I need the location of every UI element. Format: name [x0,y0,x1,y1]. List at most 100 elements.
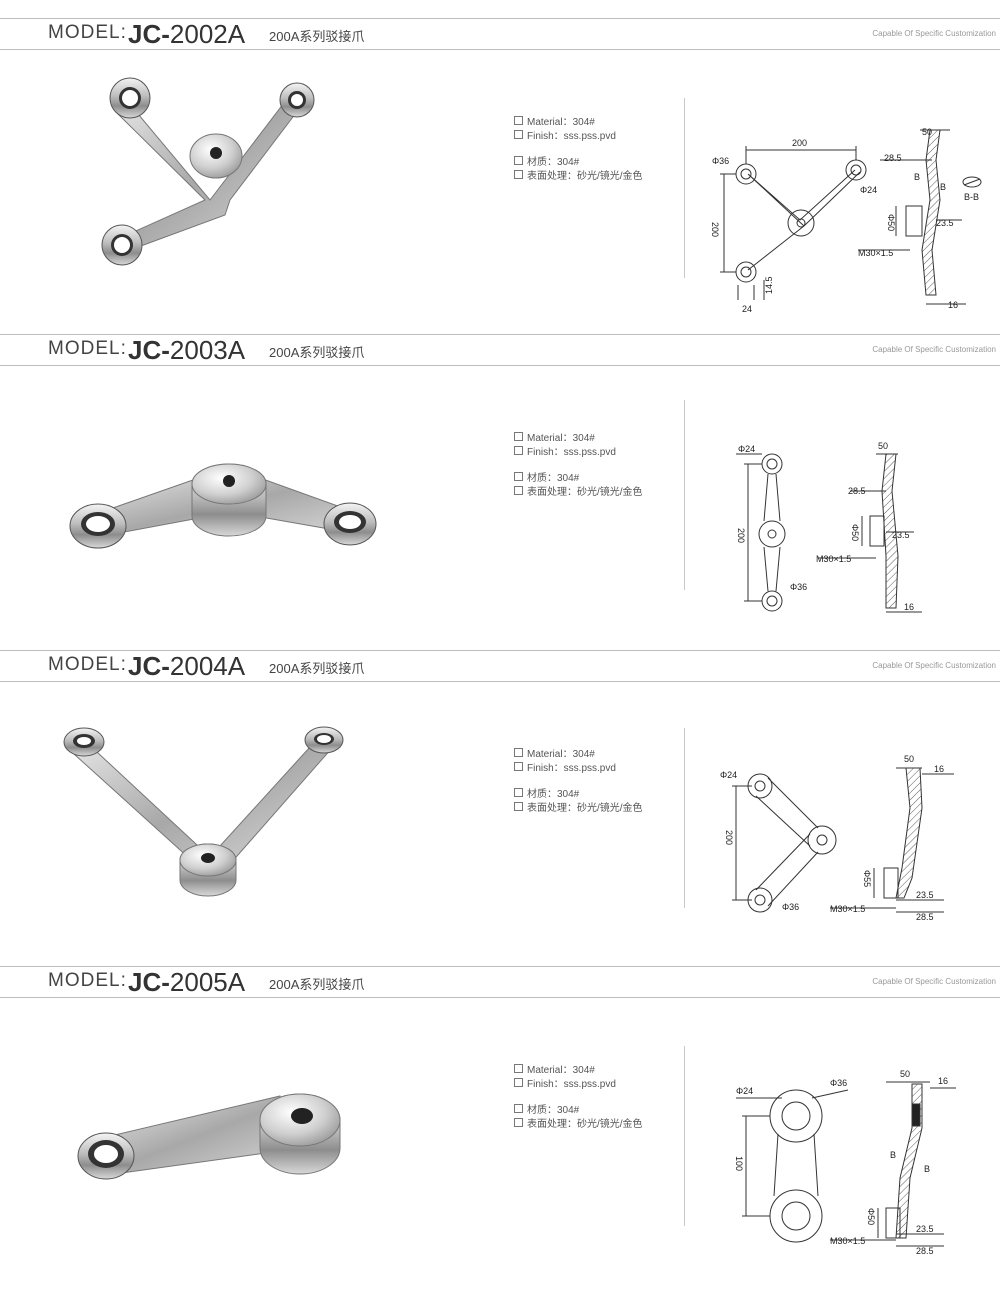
section-mark-b2: B [924,1164,930,1174]
arm-hole [101,224,143,266]
dim-height: 200 [736,528,746,543]
model-code: JC-2004A [128,651,246,681]
dim-depth: 28.5 [916,1246,934,1256]
finish-cn: 表面处理：砂光/镜光/金色 [527,803,643,814]
finish-cn: 表面处理：砂光/镜光/金色 [527,487,643,498]
arm-hole [77,1132,135,1180]
dim-height: 200 [724,830,734,845]
dim-top: 50 [878,441,888,451]
material-en: Material：304# [527,1065,595,1076]
customization-note: Capable Of Specific Customization [872,29,996,38]
spec-list: Material：304# Finish：sss.pss.pvd 材质：304#… [514,116,643,184]
center-hub [259,1093,341,1175]
customization-note: Capable Of Specific Customization [872,345,996,354]
product-section-2003a: MODEL: JC-2003A 200A系列驳接爪 Capable Of Spe… [0,316,1000,632]
dim-hole-big: Φ36 [712,156,729,166]
product-section-2002a: MODEL: JC-2002A 200A系列驳接爪 Capable Of Spe… [0,0,1000,316]
material-en: Material：304# [527,433,595,444]
finish-cn: 表面处理：砂光/镜光/金色 [527,171,643,182]
product-section-2005a: MODEL: JC-2005A 200A系列驳接爪 Capable Of Spe… [0,948,1000,1264]
dim-tail: 16 [904,602,914,612]
finish-en: Finish：sss.pss.pvd [527,447,616,458]
dim-offset: 14.5 [764,276,774,294]
material-cn: 材质：304# [527,473,580,484]
dim-bore: Φ50 [850,524,860,541]
dim-height: 100 [734,1156,744,1171]
model-label: MODEL: [48,22,127,43]
dim-bore-depth: 23.5 [916,1224,934,1234]
center-hub [189,133,243,179]
material-en: Material：304# [527,749,595,760]
finish-en: Finish：sss.pss.pvd [527,763,616,774]
series-name: 200A系列驳接爪 [269,345,365,360]
customization-note: Capable Of Specific Customization [872,661,996,670]
dim-bore: Φ55 [862,870,872,887]
center-hub [179,843,237,897]
customization-note: Capable Of Specific Customization [872,977,996,986]
arm-hole [304,726,344,754]
dim-hole-big: Φ36 [830,1078,847,1088]
technical-drawing: Φ24 200 Φ36 50 16 Φ55 23.5 M30×1.5 28.5 [720,754,954,922]
divider-line [684,728,685,908]
dim-hole-big: Φ36 [790,582,807,592]
section-header: MODEL: JC-2002A 200A系列驳接爪 Capable Of Spe… [0,18,1000,50]
dim-hole-small: Φ24 [720,770,737,780]
center-hub [191,463,267,537]
product-photo [101,77,315,266]
model-label: MODEL: [48,338,127,359]
finish-en: Finish：sss.pss.pvd [527,131,616,142]
dim-top: 50 [922,127,932,137]
dim-tail: 16 [948,300,958,310]
series-name: 200A系列驳接爪 [269,977,365,992]
model-label: MODEL: [48,970,127,991]
material-cn: 材质：304# [527,157,580,168]
dim-bottom: 24 [742,304,752,314]
product-section-2004a: MODEL: JC-2004A 200A系列驳接爪 Capable Of Spe… [0,632,1000,948]
divider-line [684,98,685,278]
section-mark-b2: B [940,182,946,192]
dim-depth: 28.5 [884,153,902,163]
dim-width: 200 [792,138,807,148]
dim-top: 50 [904,754,914,764]
product-photo [63,726,344,897]
dim-hole-small: Φ24 [860,185,877,195]
dim-thread: M30×1.5 [858,248,893,258]
dim-tail: 16 [934,764,944,774]
section-header: MODEL: JC-2004A 200A系列驳接爪 Capable Of Spe… [0,650,1000,682]
dim-thread: M30×1.5 [816,554,851,564]
dim-bore-depth: 23.5 [916,890,934,900]
arm-hole [323,502,377,546]
dim-depth: 28.5 [916,912,934,922]
technical-drawing: Φ24 200 Φ36 50 28.5 Φ50 23.5 M30×1.5 16 [736,441,922,613]
dim-hole-small: Φ24 [736,1086,753,1096]
dim-bore-depth: 23.5 [936,218,954,228]
material-en: Material：304# [527,117,595,128]
model-code: JC-2005A [128,967,246,997]
dim-bore: Φ50 [886,214,896,231]
dim-hole-small: Φ24 [738,444,755,454]
section-label: B-B [964,192,979,202]
product-photo [69,463,377,549]
section-header: MODEL: JC-2005A 200A系列驳接爪 Capable Of Spe… [0,966,1000,998]
section-mark-b1: B [890,1150,896,1160]
model-label: MODEL: [48,654,127,675]
material-cn: 材质：304# [527,1105,580,1116]
dim-hole-big: Φ36 [782,902,799,912]
model-code: JC-2002A [128,19,246,49]
section-header: MODEL: JC-2003A 200A系列驳接爪 Capable Of Spe… [0,334,1000,366]
arm-hole [109,77,151,119]
dim-thread: M30×1.5 [830,1236,865,1246]
finish-cn: 表面处理：砂光/镜光/金色 [527,1119,643,1130]
dim-depth: 28.5 [848,486,866,496]
model-code: JC-2003A [128,335,246,365]
product-photo [77,1093,341,1180]
dim-tail: 16 [938,1076,948,1086]
series-name: 200A系列驳接爪 [269,661,365,676]
dim-bore-depth: 23.5 [892,530,910,540]
arm-hole [69,503,127,549]
arm-hole [63,727,105,757]
arm-hole [279,82,315,118]
divider-line [684,1046,685,1226]
series-name: 200A系列驳接爪 [269,29,365,44]
spec-list: Material：304# Finish：sss.pss.pvd 材质：304#… [514,748,643,816]
